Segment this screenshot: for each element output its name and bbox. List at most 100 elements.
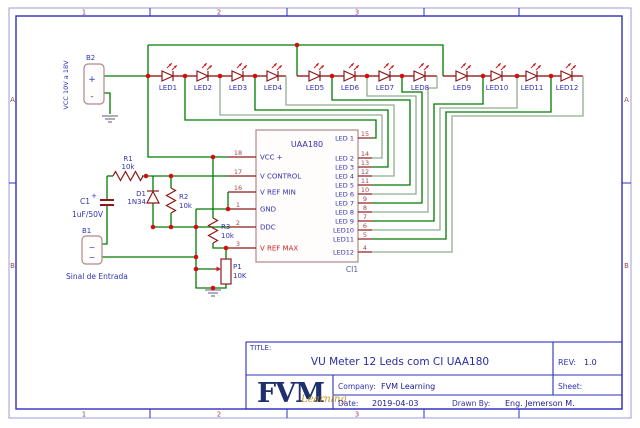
power-wires: [104, 44, 444, 158]
led11-label: LED11: [521, 84, 544, 92]
pin5-number: 5: [363, 231, 367, 239]
net-led3-pin13: [254, 76, 389, 168]
r2-ref: R2: [179, 193, 188, 201]
led10-label: LED10: [486, 84, 509, 92]
pin15-number: 15: [361, 130, 369, 138]
pin10-number: 10: [361, 186, 369, 194]
ic-body: [255, 129, 359, 263]
pin1-name: GND: [260, 206, 276, 214]
company-label: Company:: [338, 382, 376, 391]
b1-tilde-2: ~: [89, 253, 96, 262]
led5-symbol: [309, 63, 324, 81]
ground-symbol-input: [204, 289, 222, 297]
c1-value: 1uF/50V: [72, 210, 104, 219]
capacitor-c1: + C1 1uF/50V: [72, 192, 114, 219]
zone-row-a-left: A: [10, 96, 15, 104]
pin17-number: 17: [234, 168, 242, 176]
p1-ref: P1: [233, 263, 242, 271]
c1-ref: C1: [80, 197, 90, 206]
potentiometer-p1: P1 10K: [204, 258, 247, 297]
r1-zigzag: [112, 170, 144, 182]
pin13-name: LED 3: [335, 164, 354, 172]
pin17-name: V CONTROL: [260, 173, 301, 181]
d1-value: 1N34: [127, 198, 146, 206]
r2-zigzag: [165, 187, 177, 214]
zone-row-a-right: A: [624, 96, 629, 104]
led12-symbol: [561, 63, 576, 81]
ic-ref: CI1: [346, 265, 358, 274]
wire-r3-to-vrefmax: [212, 243, 228, 249]
battery-voltage-note: VCC 10V a 18V: [62, 60, 70, 110]
company-value: FVM Learning: [381, 382, 435, 391]
led9-label: LED9: [453, 84, 471, 92]
r1-value: 10k: [122, 163, 136, 171]
pin6-name: LED10: [333, 227, 354, 235]
zone-col-3-top: 3: [355, 9, 359, 17]
net-led5-pin11: [331, 76, 411, 186]
led7-symbol: [379, 63, 394, 81]
led1-symbol: [162, 63, 177, 81]
led4-label: LED4: [264, 84, 283, 92]
zone-col-1-bottom: 1: [82, 411, 86, 419]
led5-label: LED5: [306, 84, 324, 92]
d1-triangle: [146, 190, 160, 204]
title-block: TITLE: VU Meter 12 Leds com CI UAA180 RE…: [245, 341, 623, 410]
date-label: Date:: [338, 399, 358, 408]
led10-symbol: [491, 63, 506, 81]
led2-symbol: [197, 63, 212, 81]
pin12-number: 12: [361, 168, 369, 176]
zone-col-2-bottom: 2: [217, 411, 221, 419]
led3-symbol: [232, 63, 247, 81]
pin11-number: 11: [361, 177, 369, 185]
pin9-number: 9: [363, 195, 367, 203]
wire-b1-to-c1: [102, 205, 108, 245]
pin8-name: LED 8: [335, 209, 354, 217]
net-led10-pin6: [372, 76, 518, 231]
pin18-number: 18: [234, 149, 242, 157]
p1-wiper-arrow: [216, 266, 221, 272]
pin11-name: LED 5: [335, 182, 354, 190]
rev-value: 1.0: [584, 358, 597, 367]
net-led11-pin5: [372, 76, 552, 240]
net-led7-pin9: [372, 76, 423, 204]
zone-col-3-bottom: 3: [355, 411, 359, 419]
drawn-by-value: Eng. Jemerson M.: [505, 399, 575, 408]
frame-outer-border: [8, 7, 632, 419]
pin6-number: 6: [363, 222, 367, 230]
pin8-number: 8: [363, 204, 367, 212]
resistor-r1: R1 10k: [112, 155, 144, 182]
pin12-name: LED 4: [335, 173, 354, 181]
battery-minus-sign: -: [90, 92, 93, 102]
pin15-name: LED 1: [335, 135, 354, 143]
net-led1-pin15: [184, 76, 377, 139]
fvm-logo: FVM: [257, 378, 324, 409]
battery-ref: B2: [86, 54, 95, 62]
net-led9-pin7: [372, 76, 484, 222]
b1-tilde-1: ~: [89, 243, 96, 252]
led8-label: LED8: [411, 84, 429, 92]
pin5-name: LED11: [333, 236, 354, 244]
pin2-name: DDC: [260, 224, 276, 232]
wire-vcc-to-pin18: [147, 45, 228, 158]
pin14-number: 14: [361, 150, 369, 158]
led2-label: LED2: [194, 84, 212, 92]
resistor-r3: R3 10k: [207, 217, 235, 244]
pin9-name: LED 7: [335, 200, 354, 208]
pin1-number: 1: [236, 201, 240, 209]
pin16-name: V REF MIN: [260, 189, 296, 197]
r3-value: 10k: [221, 232, 235, 240]
wire-battery-minus-to-ground: [104, 92, 111, 114]
led-array: LED1 LED2 LED3 LED4 LED5 LED6 LED7 LED8 …: [159, 63, 578, 92]
pin4-name: LED12: [333, 249, 354, 257]
zone-row-b-right: B: [624, 262, 629, 270]
led1-label: LED1: [159, 84, 177, 92]
pin7-number: 7: [363, 213, 367, 221]
pin14-name: LED 2: [335, 155, 354, 163]
sheet-label: Sheet:: [558, 382, 582, 391]
led6-label: LED6: [341, 84, 360, 92]
net-led8-pin8: [372, 76, 438, 213]
c1-polarity-plus: +: [91, 192, 97, 200]
signal-source-b1: ~ ~ B1 Sinal de Entrada: [66, 227, 128, 281]
